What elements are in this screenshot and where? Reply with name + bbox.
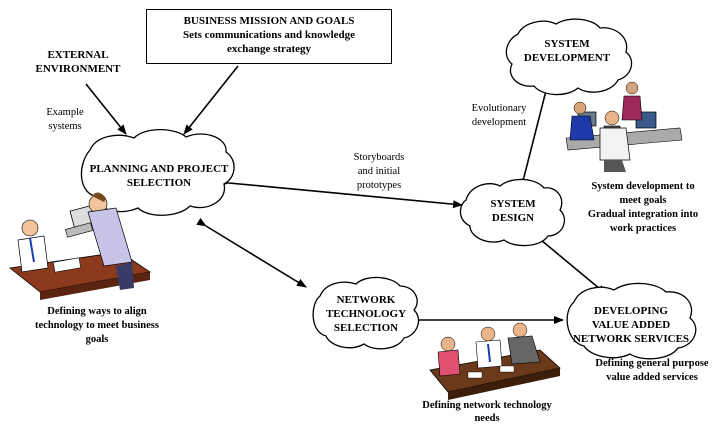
node-network-line1: NETWORK — [336, 294, 396, 306]
cloud-network — [312, 276, 420, 350]
node-sysdev-line2: DEVELOPMENT — [523, 52, 611, 64]
caption-needs-line1: Defining network technology — [422, 400, 552, 411]
node-network-line2: TECHNOLOGY — [325, 308, 407, 320]
caption-sysdev-line3: Gradual integration into — [587, 209, 699, 220]
arrow-planning-design — [219, 178, 463, 209]
caption-general-line2: value added services — [606, 372, 698, 383]
node-sysdesign-line1: SYSTEM — [490, 198, 536, 210]
mission-title: BUSINESS MISSION AND GOALS — [183, 15, 355, 27]
mission-subtitle-line1: Sets communications and knowledge — [182, 29, 356, 41]
node-sysdev-line1: SYSTEM — [544, 38, 590, 50]
arrow-design-sysdev — [517, 78, 551, 187]
arrow-planning-network — [196, 217, 307, 288]
clipart-meeting-table — [429, 322, 561, 400]
node-network-line3: SELECTION — [333, 322, 399, 334]
external-environment-line2: ENVIRONMENT — [35, 63, 121, 75]
clipart-computer-workers — [565, 81, 683, 172]
caption-align-line2: technology to meet business — [35, 320, 159, 331]
label-evolutionary-line2: development — [471, 117, 527, 128]
node-value-line1: DEVELOPING — [594, 305, 668, 317]
node-value-line2: VALUE ADDED — [591, 319, 671, 331]
label-evolutionary-line1: Evolutionary — [471, 103, 527, 114]
cloud-sysdesign — [459, 178, 565, 247]
caption-align-line3: goals — [85, 334, 109, 345]
node-value-line3: NETWORK SERVICES — [572, 333, 690, 345]
cloud-sysdev — [505, 18, 633, 96]
node-planning-line1: PLANNING AND PROJECT — [89, 163, 229, 175]
caption-sysdev-line2: meet goals — [619, 195, 667, 206]
caption-sysdev-line4: work practices — [609, 223, 677, 234]
caption-align-line1: Defining ways to align — [47, 306, 147, 317]
label-example-line2: systems — [48, 121, 82, 132]
arrow-external-to-planning — [85, 83, 127, 135]
label-storyboards-line2: and initial — [357, 166, 401, 177]
mission-box — [146, 9, 392, 64]
cloud-value — [566, 282, 697, 360]
arrow-mission-to-planning — [183, 65, 239, 135]
mission-subtitle-line2: exchange strategy — [226, 43, 311, 55]
label-storyboards-line1: Storyboards — [353, 152, 405, 163]
node-sysdesign-line2: DESIGN — [491, 212, 535, 224]
arrow-design-value — [531, 231, 607, 295]
caption-general-line1: Defining general purpose — [595, 358, 709, 369]
label-example-line1: Example — [46, 107, 84, 118]
external-environment-line1: EXTERNAL — [47, 49, 109, 61]
caption-needs-line2: needs — [474, 413, 500, 424]
caption-sysdev-line1: System development to — [591, 181, 695, 192]
node-planning-line2: SELECTION — [126, 177, 192, 189]
label-storyboards-line3: prototypes — [356, 180, 402, 191]
clipart-meeting-left — [9, 192, 152, 300]
